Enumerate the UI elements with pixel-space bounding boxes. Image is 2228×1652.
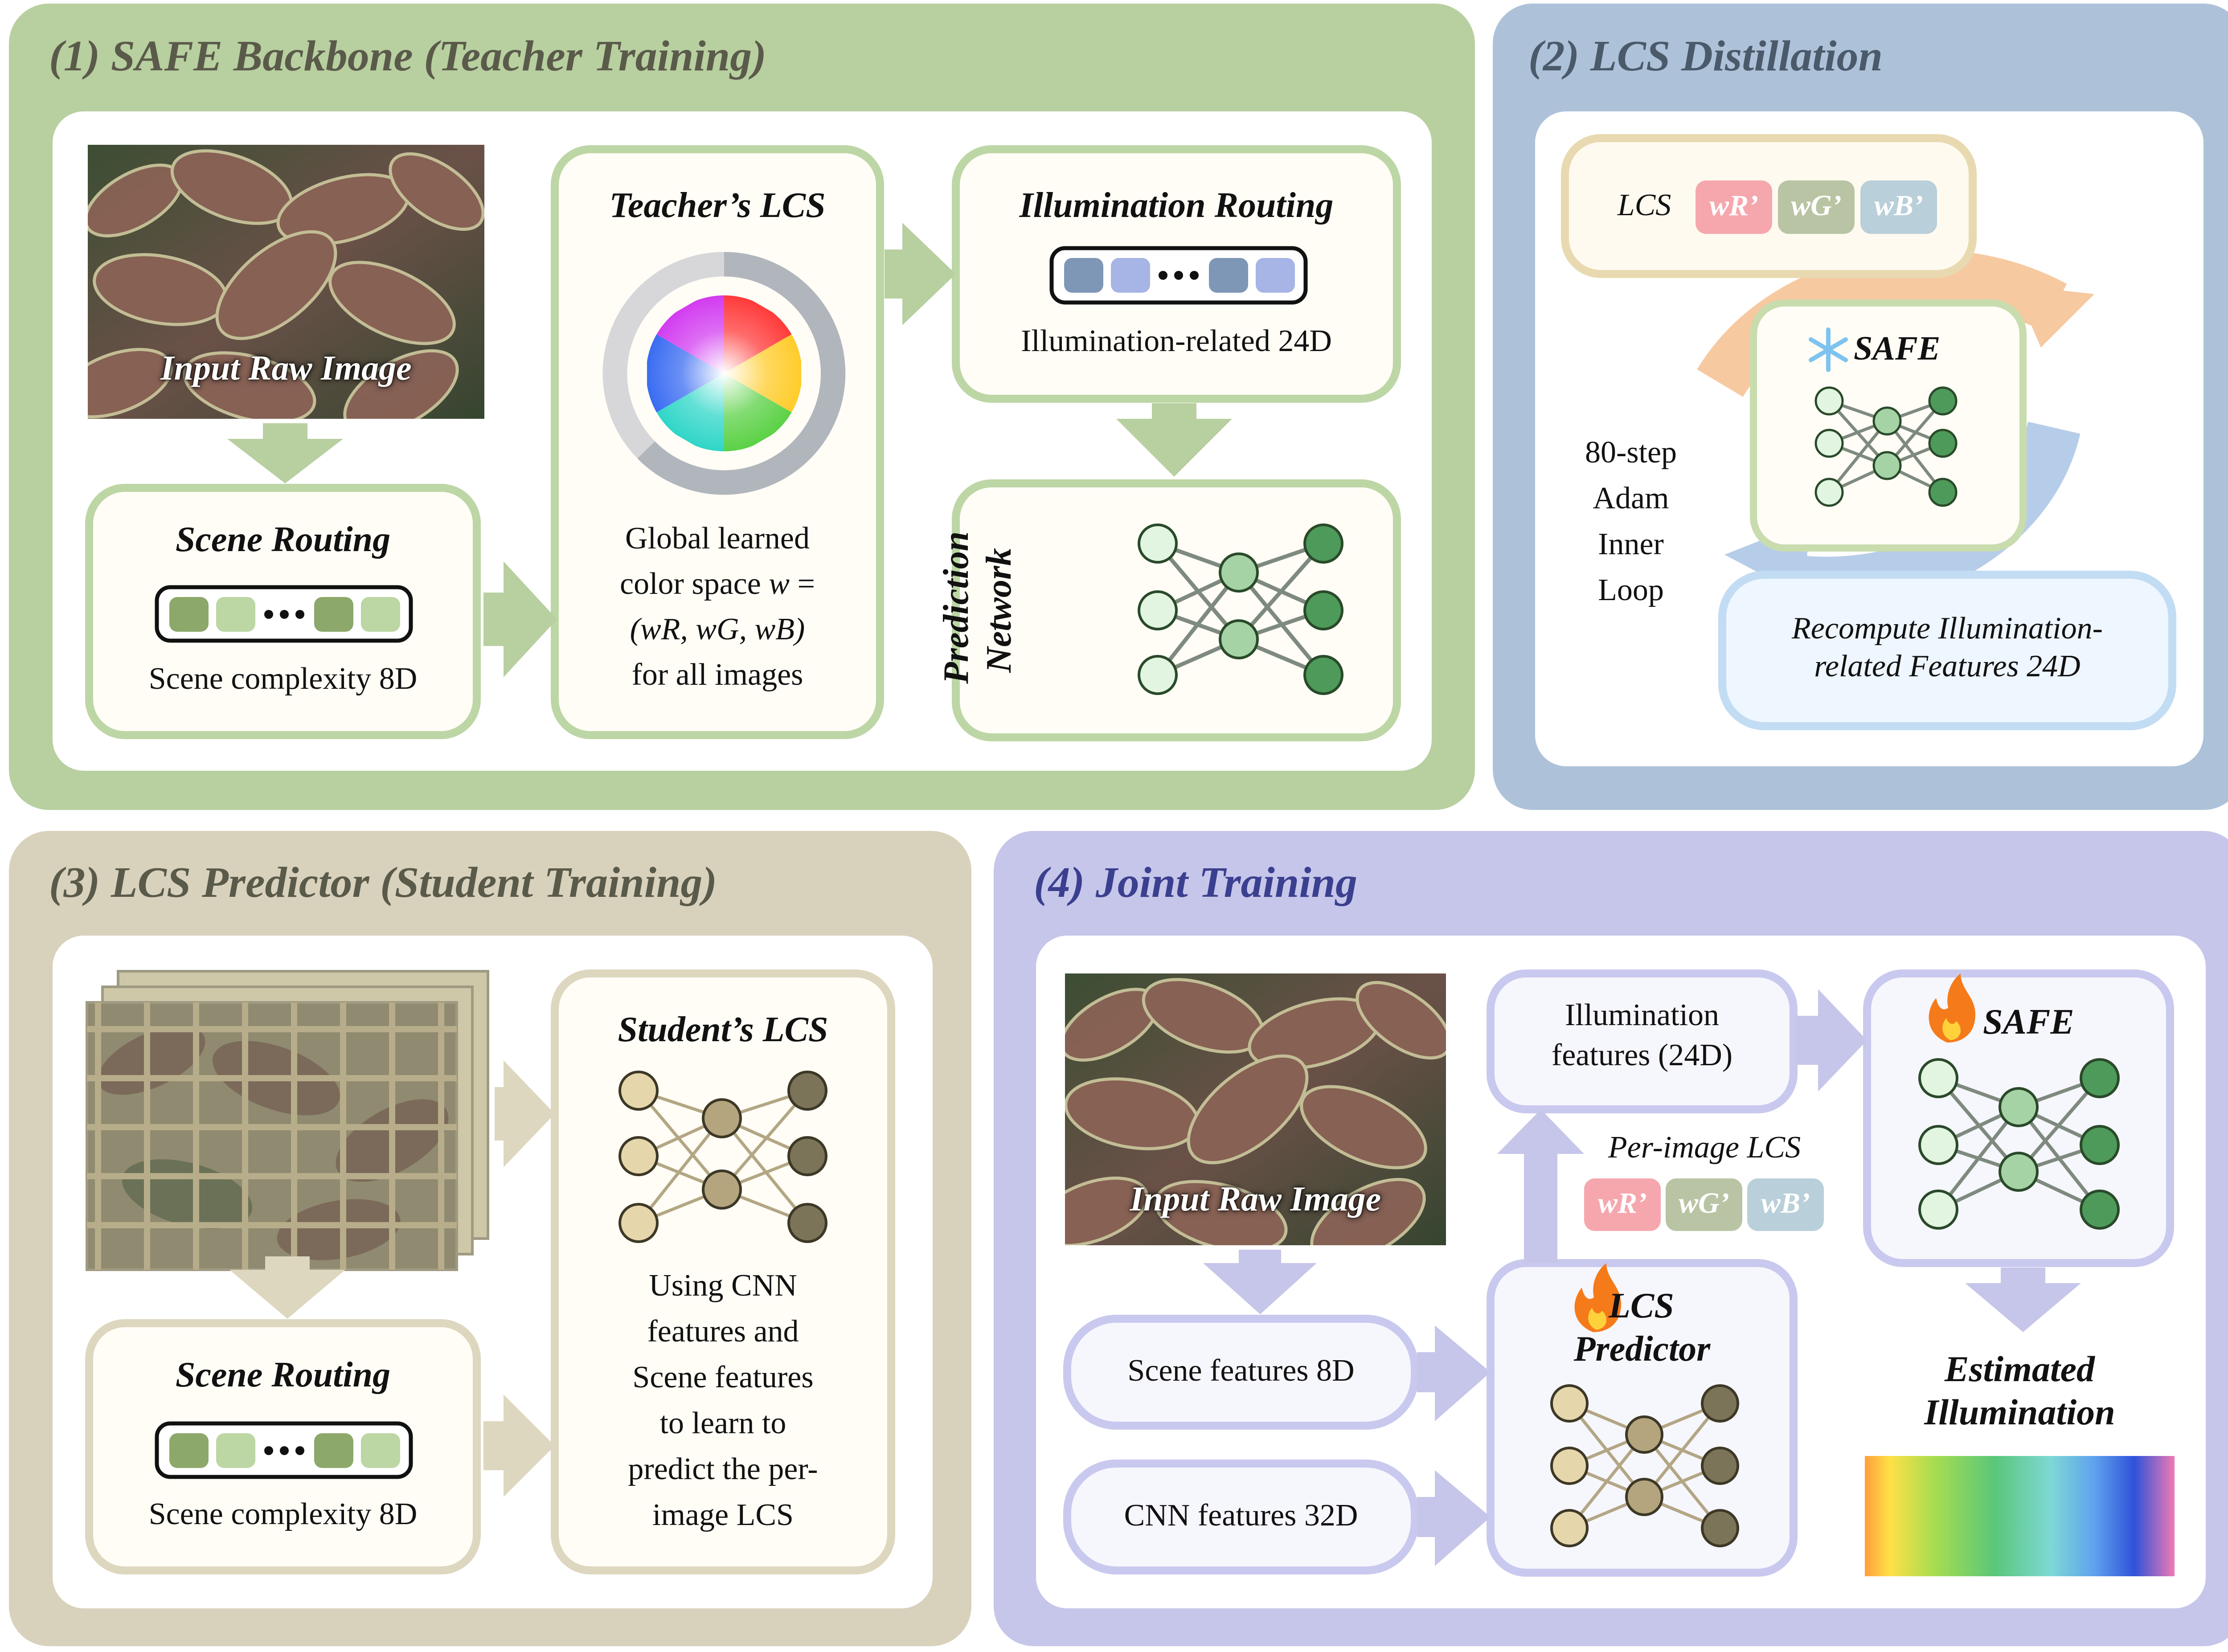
student-lcs-desc-4: to learn to xyxy=(659,1406,786,1440)
input-image-label-1: Input Raw Image xyxy=(160,348,412,387)
fire-icon-lcs-predictor xyxy=(1574,1263,1622,1332)
estimated-line-1: Estimated xyxy=(1944,1349,2095,1389)
chip-wb-label-4: wB’ xyxy=(1761,1187,1810,1219)
chip-wr-label-4: wR’ xyxy=(1597,1187,1647,1219)
panel4-arrows xyxy=(1203,989,2081,1566)
scene-routing-title-3: Scene Routing xyxy=(175,1355,391,1394)
student-lcs-desc-1: Using CNN xyxy=(649,1268,797,1303)
student-lcs-box xyxy=(551,969,895,1574)
chip-wg-2 xyxy=(1778,180,1855,234)
panel1-arrows xyxy=(227,223,1232,677)
chip-wr-4 xyxy=(1584,1178,1661,1231)
estimated-illumination-spectrum xyxy=(1865,1456,2175,1576)
chip-wg-label-2: wG’ xyxy=(1791,189,1842,222)
teacher-lcs-desc-1: Global learned xyxy=(625,521,810,556)
chip-wr-label-2: wR’ xyxy=(1709,189,1759,222)
chip-wg-label-4: wG’ xyxy=(1679,1187,1729,1219)
chip-wb-4 xyxy=(1747,1178,1824,1231)
prediction-network-line1: Prediction xyxy=(937,531,976,684)
chip-wb-label-2: wB’ xyxy=(1874,189,1924,222)
image-patch-stack xyxy=(86,970,489,1271)
illumination-routing-title: Illumination Routing xyxy=(1019,186,1334,225)
lcs-predictor-line-1: LCS xyxy=(1609,1286,1674,1325)
student-lcs-title: Student’s LCS xyxy=(618,1010,828,1049)
student-lcs-desc-6: image LCS xyxy=(652,1498,794,1532)
prediction-network-line2: Network xyxy=(979,548,1019,673)
scene-features-box xyxy=(1063,1315,1419,1430)
cnn-features-box xyxy=(1063,1460,1419,1574)
scene-routing-caption-1: Scene complexity 8D xyxy=(148,662,418,696)
illum-features-line-1: Illumination xyxy=(1565,998,1720,1032)
teacher-lcs-desc-var: w xyxy=(769,567,790,601)
panel2-title: (2) LCS Distillation xyxy=(1528,32,1883,80)
input-raw-image-4 xyxy=(1065,973,1446,1245)
panel3-arrows xyxy=(229,1060,555,1497)
teacher-lcs-desc-3: (wR, wG, wB) xyxy=(630,612,805,646)
input-raw-image-1 xyxy=(88,145,484,419)
chip-wb-2 xyxy=(1860,180,1937,234)
prediction-network-label: Prediction Network xyxy=(935,531,1042,684)
teacher-lcs-desc-4: for all images xyxy=(631,658,803,692)
fire-icon-safe xyxy=(1929,973,1976,1043)
color-wheel xyxy=(646,295,802,451)
illumination-routing-caption: Illumination-related 24D xyxy=(1021,324,1332,358)
student-lcs-desc-3: Scene features xyxy=(632,1360,814,1394)
loop-line-4: Loop xyxy=(1598,573,1664,607)
illum-features-box xyxy=(1487,969,1798,1113)
lcs-label-2: LCS xyxy=(1617,188,1671,222)
scene-routing-caption-3: Scene complexity 8D xyxy=(148,1497,418,1531)
panel1-title: (1) SAFE Backbone (Teacher Training) xyxy=(49,32,766,80)
panel4-title: (4) Joint Training xyxy=(1034,859,1358,907)
safe-label-4: SAFE xyxy=(1983,1002,2074,1042)
teacher-lcs-title: Teacher’s LCS xyxy=(609,186,826,225)
illum-features-line-2: features (24D) xyxy=(1551,1038,1733,1072)
chip-wg-4 xyxy=(1666,1178,1742,1231)
loop-line-3: Inner xyxy=(1598,527,1664,561)
recompute-box xyxy=(1718,571,2176,730)
chip-wr-2 xyxy=(1696,180,1772,234)
scene-routing-title-1: Scene Routing xyxy=(175,520,391,559)
scene-features-label: Scene features 8D xyxy=(1127,1353,1355,1388)
recompute-line-1: Recompute Illumination- xyxy=(1792,611,2103,646)
cnn-features-label: CNN features 32D xyxy=(1124,1498,1358,1533)
teacher-lcs-desc-eq: = xyxy=(790,567,815,601)
loop-line-2: Adam xyxy=(1593,481,1669,515)
per-image-lcs-label: Per-image LCS xyxy=(1608,1130,1801,1165)
safe-label-2: SAFE xyxy=(1854,330,1941,367)
input-image-label-4: Input Raw Image xyxy=(1130,1179,1381,1218)
loop-line-1: 80-step xyxy=(1585,435,1677,470)
lcs-predictor-line-2: Predictor xyxy=(1573,1329,1711,1369)
teacher-lcs-desc-2a: color space xyxy=(620,567,761,601)
snowflake-icon xyxy=(1809,327,1848,372)
teacher-lcs-desc-2: color space w = xyxy=(555,566,880,602)
recompute-line-2: related Features 24D xyxy=(1814,649,2081,683)
student-lcs-desc-5: predict the per- xyxy=(628,1452,818,1486)
student-lcs-desc-2: features and xyxy=(647,1314,799,1349)
panel3-title: (3) LCS Predictor (Student Training) xyxy=(49,859,717,907)
estimated-line-2: Illumination xyxy=(1924,1392,2115,1432)
